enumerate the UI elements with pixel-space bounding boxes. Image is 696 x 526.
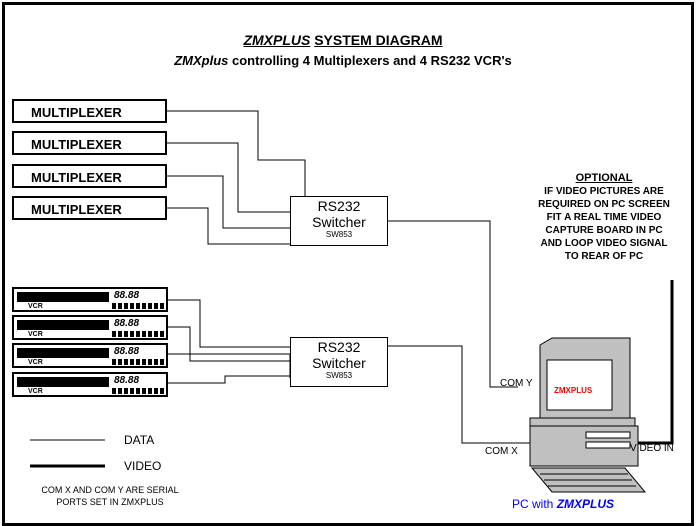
comx-line <box>388 345 530 444</box>
vcr4-line <box>168 375 290 384</box>
vcr-4: VCR 88.88 <box>12 372 168 397</box>
legend-data-label: DATA <box>124 433 155 447</box>
vcr-display: 88.88 <box>114 318 140 329</box>
switcher-label-line1: RS232 <box>317 339 361 355</box>
vcr-display: 88.88 <box>114 346 140 357</box>
video-in-label: VIDEO IN <box>630 443 674 454</box>
vcr-tape-slot <box>17 348 109 358</box>
switcher-model: SW853 <box>325 371 353 380</box>
rs232-switcher-bottom: RS232 Switcher SW853 <box>290 337 388 387</box>
vcr-buttons <box>112 359 164 365</box>
title-rest: SYSTEM DIAGRAM <box>314 32 443 48</box>
legend-video-label: VIDEO <box>124 459 162 473</box>
com-x-label: COM X <box>485 446 518 457</box>
video-in-line <box>628 280 674 445</box>
mux3-line <box>167 175 290 229</box>
drive-bay-2 <box>585 441 631 449</box>
switcher-model: SW853 <box>325 230 353 239</box>
multiplexer-label: MULTIPLEXER <box>31 202 122 217</box>
multiplexer-label: MULTIPLEXER <box>31 170 122 185</box>
optional-line: TO REAR OF PC <box>564 251 644 262</box>
drive-bay-1 <box>585 431 631 439</box>
comy-line <box>388 220 518 388</box>
vcr2-line <box>168 326 290 362</box>
optional-note: OPTIONAL IF VIDEO PICTURES ARE REQUIRED … <box>520 172 688 263</box>
vcr-label: VCR <box>28 359 43 366</box>
vcr1-line <box>168 299 290 348</box>
multiplexer-label: MULTIPLEXER <box>31 105 122 120</box>
optional-heading: OPTIONAL <box>575 172 633 184</box>
vcr-2: VCR 88.88 <box>12 315 168 340</box>
vcr-label: VCR <box>28 331 43 338</box>
vcr-tape-slot <box>17 377 109 387</box>
vcr-buttons <box>112 331 164 337</box>
monitor-screen <box>546 359 613 411</box>
vcr3-line <box>168 353 291 378</box>
vcr-buttons <box>112 388 164 394</box>
monitor-screen-text: ZMXPLUS <box>554 386 593 395</box>
optional-line: AND LOOP VIDEO SIGNAL <box>540 238 668 249</box>
multiplexer-label: MULTIPLEXER <box>31 137 122 152</box>
pc-label-product: ZMXPLUS <box>556 497 615 511</box>
switcher-label-line2: Switcher <box>312 355 366 371</box>
switcher-label-line1: RS232 <box>317 198 361 214</box>
note-line: PORTS SET IN ZMXPLUS <box>56 497 164 507</box>
vcr-tape-slot <box>17 320 109 330</box>
diagram-subtitle: ZMXplus controlling 4 Multiplexers and 4… <box>0 53 686 68</box>
switcher-label-line2: Switcher <box>312 214 366 230</box>
note-line: COM X AND COM Y ARE SERIAL <box>41 485 179 495</box>
mux2-line <box>167 142 290 213</box>
subtitle-rest: controlling 4 Multiplexers and 4 RS232 V… <box>232 53 512 68</box>
pc-label: PC with ZMXPLUS <box>512 497 614 511</box>
optional-line: REQUIRED ON PC SCREEN <box>538 199 670 210</box>
multiplexer-3: MULTIPLEXER <box>12 164 167 188</box>
vcr-tape-slot <box>17 292 109 302</box>
optional-line: IF VIDEO PICTURES ARE <box>544 186 664 197</box>
vcr-3: VCR 88.88 <box>12 343 168 368</box>
vcr-display: 88.88 <box>114 290 140 301</box>
vcr-display: 88.88 <box>114 375 140 386</box>
com-y-label: COM Y <box>500 378 533 389</box>
pc-label-prefix: PC with <box>512 497 554 511</box>
multiplexer-2: MULTIPLEXER <box>12 131 167 155</box>
title-product: ZMXPLUS <box>243 32 311 48</box>
subtitle-product: ZMXplus <box>174 53 229 68</box>
serial-ports-note: COM X AND COM Y ARE SERIAL PORTS SET IN … <box>20 484 200 508</box>
vcr-buttons <box>112 303 164 309</box>
monitor-stand <box>529 417 636 427</box>
multiplexer-1: MULTIPLEXER <box>12 99 167 123</box>
mux1-line <box>167 110 306 196</box>
vcr-label: VCR <box>28 388 43 395</box>
optional-line: CAPTURE BOARD IN PC <box>545 225 663 236</box>
optional-line: FIT A REAL TIME VIDEO <box>546 212 662 223</box>
diagram-title: ZMXPLUS SYSTEM DIAGRAM <box>0 32 686 48</box>
mux4-line <box>167 207 290 245</box>
multiplexer-4: MULTIPLEXER <box>12 196 167 220</box>
rs232-switcher-top: RS232 Switcher SW853 <box>290 196 388 246</box>
vcr-label: VCR <box>28 303 43 310</box>
vcr-1: VCR 88.88 <box>12 287 168 312</box>
pc-drawing <box>529 337 647 493</box>
